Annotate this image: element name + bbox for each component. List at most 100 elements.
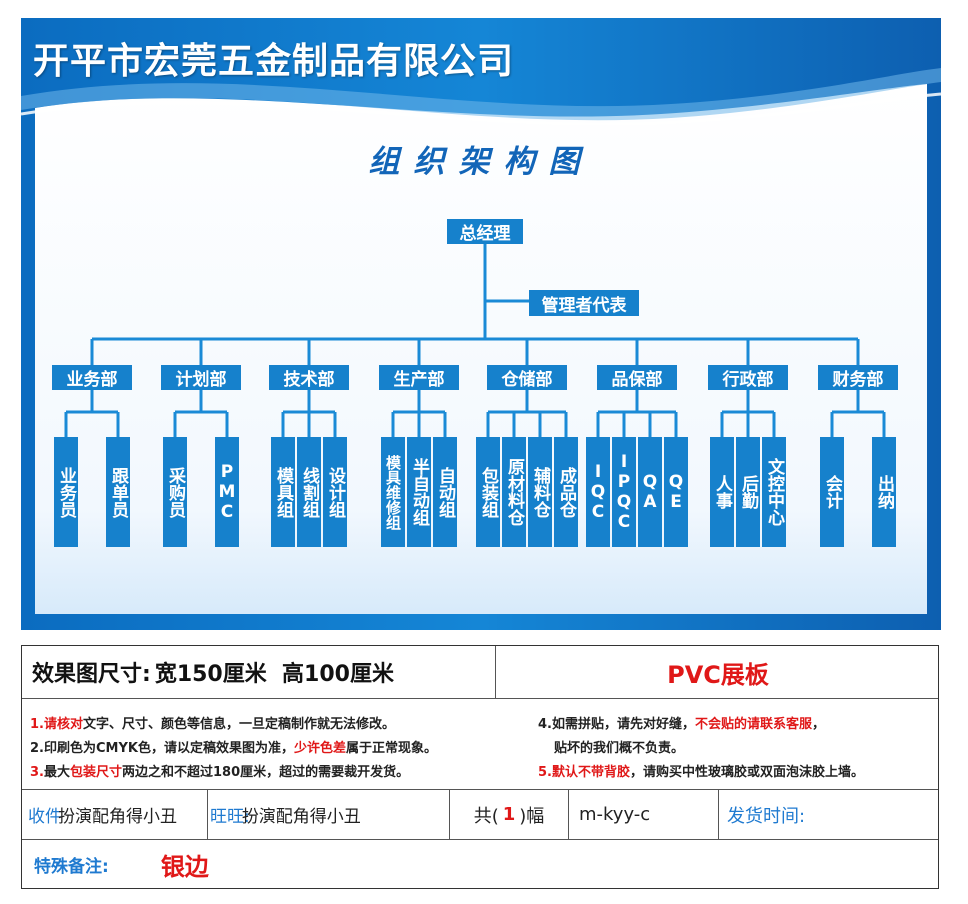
- note-number: 4.: [538, 717, 552, 732]
- note-line: 4.如需拼贴，请先对好缝，不会贴的请联系客服，: [538, 713, 825, 732]
- management-rep-label: 管理者代表: [541, 295, 627, 316]
- sub-label: 半自动组: [409, 458, 429, 526]
- sub-box: 模具维修组: [381, 437, 405, 547]
- note-text: 请核对: [43, 717, 83, 732]
- size-row: 效果图尺寸: 宽150厘米 高100厘米 PVC展板: [22, 646, 938, 699]
- sub-box: 辅料仓: [528, 437, 552, 547]
- dept-box-1: 业务部: [52, 365, 132, 390]
- note-text: ，: [812, 717, 826, 732]
- note-text: 最大: [43, 765, 70, 780]
- count-prefix: 共(: [473, 805, 499, 827]
- wangwang-label: 旺旺:: [210, 807, 250, 827]
- sub-box: QA: [638, 437, 662, 547]
- sub-box: 出纳: [872, 437, 896, 547]
- note-line: 贴坏的我们概不负责。: [554, 737, 684, 756]
- note-text: 属于正常现象。: [345, 741, 437, 756]
- note-text: 默认不带背胶: [551, 765, 630, 780]
- note-text: 贴坏的我们概不负责。: [554, 741, 685, 756]
- dept-label: 生产部: [393, 370, 445, 390]
- sub-label: 自动组: [435, 466, 455, 518]
- sub-label: IPQC: [614, 452, 634, 532]
- sub-label: 设计组: [325, 466, 345, 518]
- general-manager-label: 总经理: [459, 224, 511, 244]
- note-number: 3.: [30, 765, 44, 780]
- sub-label: 线割组: [299, 466, 319, 518]
- wangwang-value: 扮演配角得小丑: [241, 807, 361, 827]
- size-value: 宽150厘米 高100厘米: [154, 662, 394, 687]
- note-text: 包装尺寸: [70, 765, 123, 780]
- dept-box-7: 行政部: [708, 365, 788, 390]
- sub-label: 出纳: [874, 475, 894, 509]
- dept-box-6: 品保部: [597, 365, 677, 390]
- note-line: 2.印刷色为CMYK色，请以定稿效果图为准，少许色差属于正常现象。: [30, 737, 437, 756]
- sub-box: 采购员: [163, 437, 187, 547]
- receiver-label: 收件: [28, 807, 62, 827]
- special-label: 特殊备注:: [34, 856, 109, 877]
- sub-label: 模具维修组: [384, 454, 402, 530]
- count-value: 1: [502, 804, 516, 825]
- sub-box: 文控中心: [762, 437, 786, 547]
- note-number: 5.: [538, 765, 552, 780]
- count-cell: 共( 1 )幅: [450, 790, 569, 839]
- order-info-table: 效果图尺寸: 宽150厘米 高100厘米 PVC展板 1.请核对文字、尺寸、颜色…: [21, 645, 939, 889]
- dept-box-3: 技术部: [269, 365, 349, 390]
- sub-box: 设计组: [323, 437, 347, 547]
- chart-title: 组织架构图: [368, 144, 594, 180]
- sub-label: IQC: [588, 462, 608, 522]
- dept-box-4: 生产部: [379, 365, 459, 390]
- note-text: 如需拼贴，请先对好缝，: [551, 717, 695, 732]
- material-value: PVC展板: [667, 660, 769, 689]
- note-line: 1.请核对文字、尺寸、颜色等信息，一旦定稿制作就无法修改。: [30, 713, 395, 732]
- sub-label: QE: [666, 472, 686, 512]
- sub-label: 后勤: [738, 475, 758, 509]
- special-cell: 特殊备注: 银边: [22, 840, 938, 888]
- note-text: 不会贴的请联系客服: [695, 717, 813, 732]
- dept-label: 财务部: [832, 370, 884, 390]
- dept-label: 品保部: [611, 370, 663, 390]
- material-cell: PVC展板: [496, 646, 940, 698]
- receiver-value: 扮演配角得小丑: [58, 807, 177, 827]
- sub-box: PMC: [215, 437, 239, 547]
- sub-box: 人事: [710, 437, 734, 547]
- note-text: 两边之和不超过180厘米，超过的需要裁开发货。: [122, 765, 410, 780]
- sub-box: 会计: [820, 437, 844, 547]
- note-text: 印刷色为CMYK色，请以定稿效果图为准，: [43, 741, 294, 756]
- sub-label: 业务员: [56, 466, 76, 518]
- sub-label: PMC: [217, 462, 237, 522]
- sub-box: IPQC: [612, 437, 636, 547]
- sub-box: 业务员: [54, 437, 78, 547]
- special-row: 特殊备注: 银边: [22, 840, 938, 888]
- dept-box-5: 仓储部: [487, 365, 567, 390]
- note-number: 2.: [30, 741, 44, 756]
- notes-row: 1.请核对文字、尺寸、颜色等信息，一旦定稿制作就无法修改。 2.印刷色为CMYK色…: [22, 699, 938, 790]
- dept-label: 仓储部: [501, 370, 553, 390]
- dept-box-8: 财务部: [818, 365, 898, 390]
- code-cell: m-kyy-c: [569, 790, 719, 839]
- sub-label: 采购员: [165, 466, 185, 518]
- sub-label: QA: [640, 472, 660, 512]
- sub-label: 辅料仓: [530, 466, 550, 518]
- dept-label: 行政部: [722, 370, 774, 390]
- sub-box: 包装组: [476, 437, 500, 547]
- sub-box: 模具组: [271, 437, 295, 547]
- note-text: 文字、尺寸、颜色等信息，一旦定稿制作就无法修改。: [83, 717, 396, 732]
- management-rep-box: 管理者代表: [529, 290, 639, 316]
- sub-label: 文控中心: [764, 458, 784, 526]
- note-text: ，请购买中性玻璃胶或双面泡沫胶上墙。: [630, 765, 865, 780]
- sub-box: 自动组: [433, 437, 457, 547]
- note-line: 5.默认不带背胶，请购买中性玻璃胶或双面泡沫胶上墙。: [538, 761, 864, 780]
- code-value: m-kyy-c: [579, 804, 651, 825]
- shipping-row: 收件 扮演配角得小丑 旺旺: 扮演配角得小丑 共( 1 )幅 m-kyy-c 发…: [22, 790, 938, 840]
- sub-label: 人事: [712, 475, 732, 509]
- wangwang-cell: 旺旺: 扮演配角得小丑: [208, 790, 450, 839]
- ship-time-label: 发货时间:: [727, 805, 806, 827]
- note-line: 3.最大包装尺寸两边之和不超过180厘米，超过的需要裁开发货。: [30, 761, 409, 780]
- special-value: 银边: [160, 852, 209, 881]
- sub-label: 模具组: [273, 466, 293, 518]
- sub-label: 原材料仓: [504, 458, 524, 526]
- sub-box: 跟单员: [106, 437, 130, 547]
- sub-label: 跟单员: [108, 466, 128, 518]
- sub-box: QE: [664, 437, 688, 547]
- dept-label: 计划部: [175, 370, 227, 390]
- sub-label: 包装组: [478, 466, 498, 518]
